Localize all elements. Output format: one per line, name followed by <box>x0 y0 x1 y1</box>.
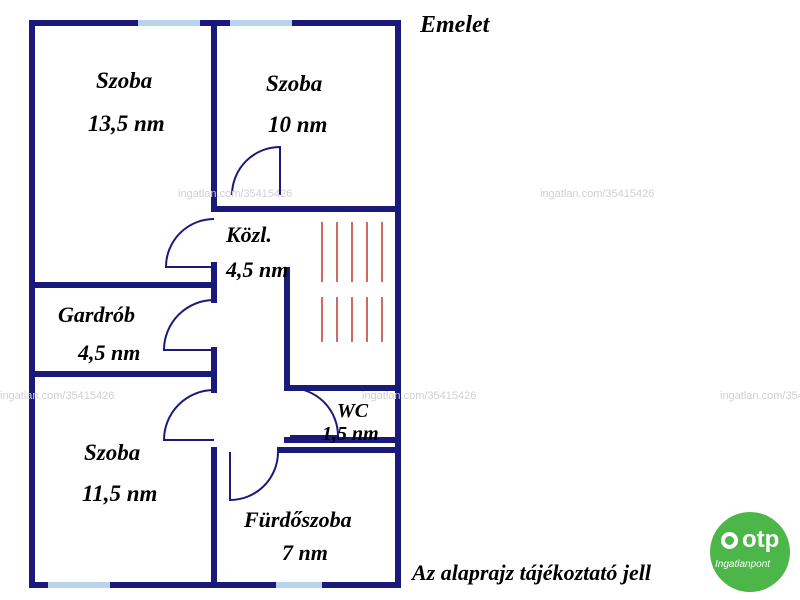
watermark: ingatlan.com/35415426 <box>178 188 293 200</box>
logo-subtitle: Ingatlanpont <box>715 559 771 570</box>
plan-disclaimer: Az alaprajz tájékoztató jell <box>412 560 651 585</box>
room-area-furdoszoba: 7 nm <box>282 540 328 565</box>
room-name-kozl: Közl. <box>226 222 272 247</box>
room-area-kozl: 4,5 nm <box>226 257 289 282</box>
watermark: ingatlan.com/35415426 <box>540 188 655 200</box>
room-name-szoba-1: Szoba <box>96 68 153 93</box>
room-name-gardrob: Gardrób <box>58 302 136 327</box>
room-area-wc: 1,5 nm <box>322 423 379 445</box>
room-area-szoba-2: 10 nm <box>268 112 328 137</box>
plan-title: Emelet <box>420 12 490 38</box>
otp-logo: otp Ingatlanpont <box>710 512 790 592</box>
room-area-gardrob: 4,5 nm <box>78 340 141 365</box>
logo-brand: otp <box>742 526 780 553</box>
room-name-furdoszoba: Fürdőszoba <box>244 507 352 532</box>
room-name-wc: WC <box>337 400 369 422</box>
watermark: ingatlan.com/35415426 <box>0 390 115 402</box>
room-area-szoba-3: 11,5 nm <box>82 481 158 506</box>
room-area-szoba-1: 13,5 nm <box>88 111 165 136</box>
room-name-szoba-2: Szoba <box>266 71 323 96</box>
room-name-szoba-3: Szoba <box>84 440 141 465</box>
watermark: ingatlan.com/35415426 <box>362 390 477 402</box>
otp-ring-icon <box>721 532 738 549</box>
watermark: ingatlan.com/35415426 <box>720 390 800 402</box>
